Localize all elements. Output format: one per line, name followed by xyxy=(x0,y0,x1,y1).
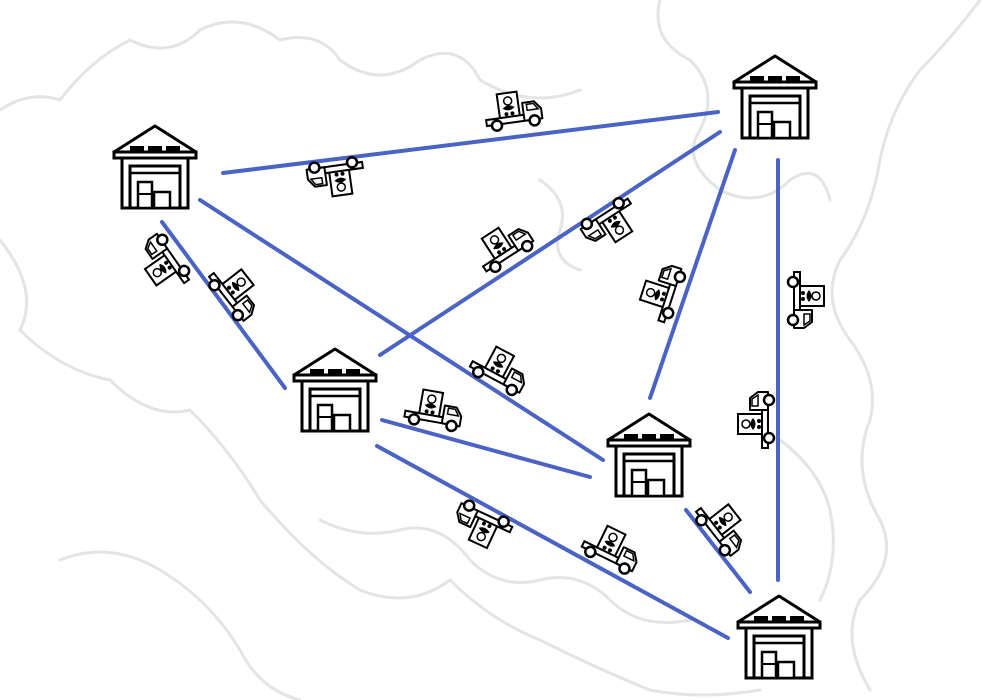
delivery-truck-icon xyxy=(690,492,756,561)
delivery-truck-icon xyxy=(786,270,826,330)
delivery-truck-icon xyxy=(465,338,535,400)
delivery-truck-icon xyxy=(736,390,776,450)
warehouse-icon xyxy=(606,412,692,498)
delivery-truck-icon xyxy=(131,229,196,299)
warehouse-icon xyxy=(732,54,818,140)
route-w3-w5 xyxy=(375,444,730,640)
warehouse-icon xyxy=(292,347,378,433)
delivery-truck-icon xyxy=(468,214,538,278)
delivery-truck-icon xyxy=(304,154,368,201)
warehouse-icon xyxy=(736,594,822,680)
route-lines xyxy=(160,110,780,640)
warehouse-icon xyxy=(112,124,198,210)
route-w3-w4 xyxy=(380,418,592,479)
route-w1-w4 xyxy=(198,198,605,462)
delivery-truck-icon xyxy=(577,518,647,578)
warehouse-layer xyxy=(112,54,822,680)
route-w1-w2 xyxy=(221,110,720,175)
delivery-truck-icon xyxy=(203,257,269,326)
route-w2-w3 xyxy=(378,130,722,357)
route-w1-w3 xyxy=(160,220,287,390)
route-w2-w4 xyxy=(648,148,737,400)
delivery-truck-icon xyxy=(402,385,466,434)
delivery-truck-icon xyxy=(481,87,545,134)
